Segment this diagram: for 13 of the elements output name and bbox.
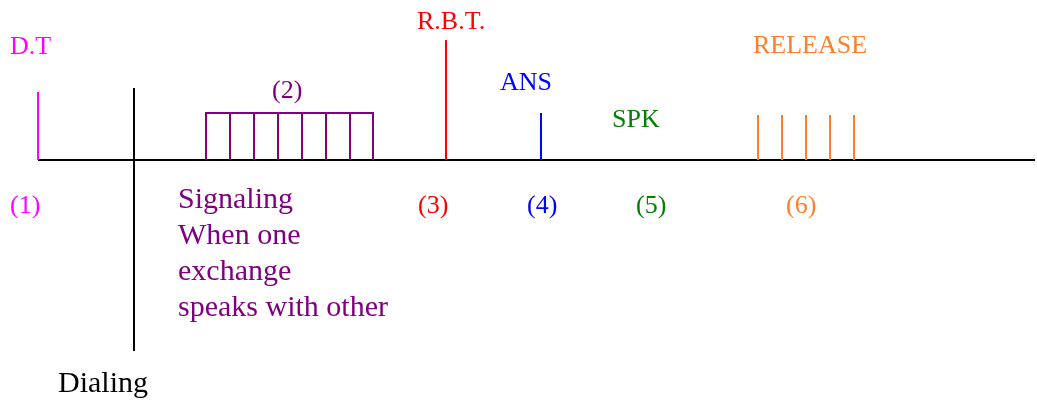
step-number: (2) [272, 74, 303, 106]
event-label: D.T [10, 30, 52, 62]
event-label: ANS [500, 66, 552, 98]
event-label: R.B.T. [417, 5, 486, 37]
step-number: (1) [10, 189, 41, 221]
step-number: (4) [527, 189, 558, 221]
event-label: RELEASE [753, 29, 868, 61]
step-number: (5) [636, 189, 667, 221]
axis-label: Dialing [58, 364, 148, 400]
step-number: (6) [786, 189, 817, 221]
description-text: Signaling When one exchange speaks with other [178, 180, 388, 324]
event-label: SPK [612, 103, 660, 135]
step-number: (3) [418, 189, 449, 221]
